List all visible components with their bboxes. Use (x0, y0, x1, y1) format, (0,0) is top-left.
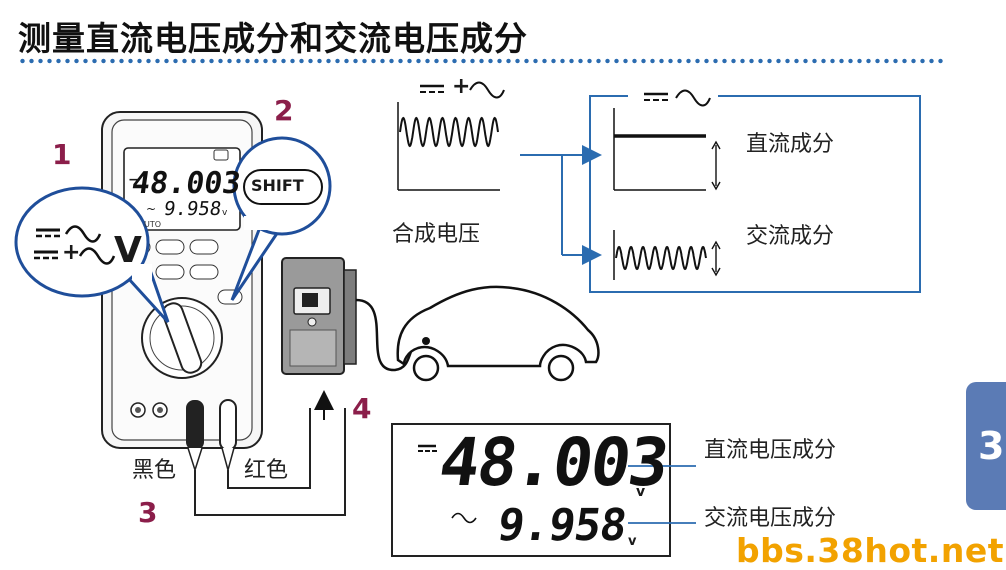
dc-component-label: 直流成分 (746, 132, 835, 157)
dc-ac-switch-symbol (34, 225, 116, 265)
composite-voltage-label: 合成电压 (392, 222, 481, 247)
meter-main-reading: 48.003 (129, 166, 243, 201)
meter-sub-reading: 9.958 (162, 198, 223, 220)
step-number-2: 2 (274, 94, 294, 127)
step-number-4: 4 (352, 392, 372, 425)
display-sub-value: 9.958 (494, 500, 630, 551)
page-title: 测量直流电压成分和交流电压成分 (18, 19, 528, 58)
car-illustration (396, 285, 600, 382)
component-box (589, 88, 921, 293)
volt-unit-label: V (114, 230, 142, 271)
split-arrows (520, 145, 602, 265)
chapter-tab (966, 382, 1006, 510)
step-number-3: 3 (138, 496, 158, 529)
shift-callout-bubble (230, 136, 332, 301)
composite-plus-sign: + (452, 74, 471, 99)
dc-plus-sign: + (62, 240, 81, 265)
function-callout-bubble (14, 186, 170, 324)
lcd-display-panel (391, 423, 696, 557)
display-sub-unit: v (628, 534, 637, 549)
display-main-unit: v (636, 484, 646, 500)
title-dotted-divider (18, 58, 943, 64)
dc-plus-ac-symbol (420, 81, 505, 99)
display-dc-label: 直流电压成分 (704, 438, 837, 463)
watermark-text: bbs.38hot.net (736, 531, 1004, 570)
meter-minus-sign: − (128, 172, 140, 188)
meter-auto-indicator: UTO (144, 220, 162, 229)
ac-component-label: 交流成分 (746, 224, 835, 249)
step-number-1: 1 (52, 138, 72, 171)
dc-ac-symbol (644, 89, 711, 107)
chapter-tab-number: 3 (978, 424, 1005, 468)
black-probe-label: 黑色 (132, 458, 177, 483)
shift-key-label: SHIFT (251, 176, 304, 195)
charging-station-illustration (281, 257, 357, 375)
red-probe-label: 红色 (244, 458, 289, 483)
composite-waveform-panel (397, 81, 505, 191)
test-probes (186, 399, 346, 516)
meter-unit: v (222, 208, 228, 218)
meter-ac-tilde: ~ (146, 202, 157, 216)
display-ac-label: 交流电压成分 (704, 506, 837, 531)
